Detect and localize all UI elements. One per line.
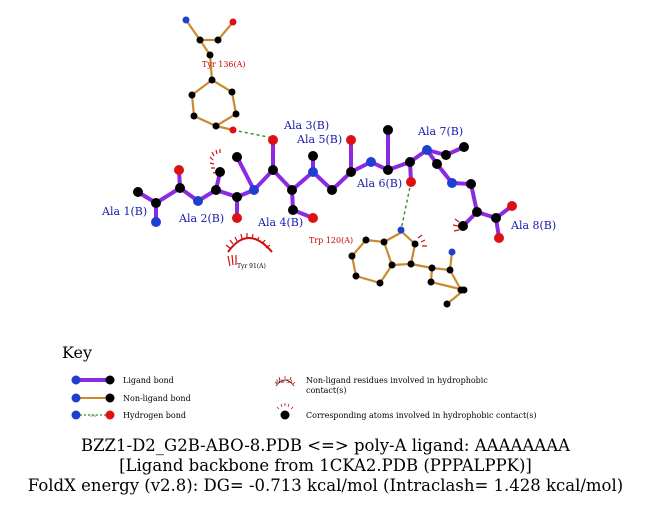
key-hbond-distance: 3.0 [90,413,97,418]
label-ala3: Ala 3(B) [283,119,329,132]
key-corresponding-atoms-label: Corresponding atoms involved in hydropho… [306,411,537,420]
key-nonligand-bond-sample [71,393,115,403]
key-hydrogen-bond-sample: 3.0 [71,410,115,420]
label-ala4: Ala 4(B) [257,216,303,229]
caption: BZZ1-D2_G2B-ABO-8.PDB <=> poly-A ligand:… [0,436,651,496]
key-legend: Ligand bond Non-ligand bond 3.0 Hydrogen… [71,375,537,420]
caption-line-3: FoldX energy (v2.8): DG= -0.713 kcal/mol… [27,476,624,495]
label-ala8: Ala 8(B) [510,219,556,232]
key-title: Key [62,343,93,362]
label-ala5: Ala 5(B) [296,133,342,146]
key-hydrophobic-label-line2: contact(s) [306,386,346,395]
atoms [133,16,517,308]
hydrophobic-contacts [209,149,460,267]
label-ala6: Ala 6(B) [356,177,402,190]
key-ligand-bond-sample [71,375,115,385]
key-hydrogen-bond-label: Hydrogen bond [123,411,186,420]
label-trp120: Trp 120(A) [309,236,353,245]
label-ala2: Ala 2(B) [178,212,224,225]
key-nonligand-bond-label: Non-ligand bond [123,394,191,403]
label-ala1: Ala 1(B) [101,205,147,218]
caption-line-1: BZZ1-D2_G2B-ABO-8.PDB <=> poly-A ligand:… [80,436,571,455]
key-corresponding-atoms-sample [276,403,294,420]
ligplot-diagram: Ala 1(B) Ala 2(B) Ala 3(B) Ala 4(B) Ala … [101,16,556,308]
key-hydrophobic-label-line1: Non-ligand residues involved in hydropho… [306,376,488,385]
key-ligand-bond-label: Ligand bond [123,376,174,385]
label-ala7: Ala 7(B) [417,125,463,138]
caption-line-2: [Ligand backbone from 1CKA2.PDB (PPPALPP… [119,456,532,475]
label-tyr91: Tyr 91(A) [237,263,266,270]
label-tyr136: Tyr 136(A) [202,60,246,69]
hydrogen-bonds [232,129,412,231]
key-hydrophobic-sample: His 53 [274,376,296,387]
key-hydrophobic-sample-label: His 53 [276,379,292,385]
